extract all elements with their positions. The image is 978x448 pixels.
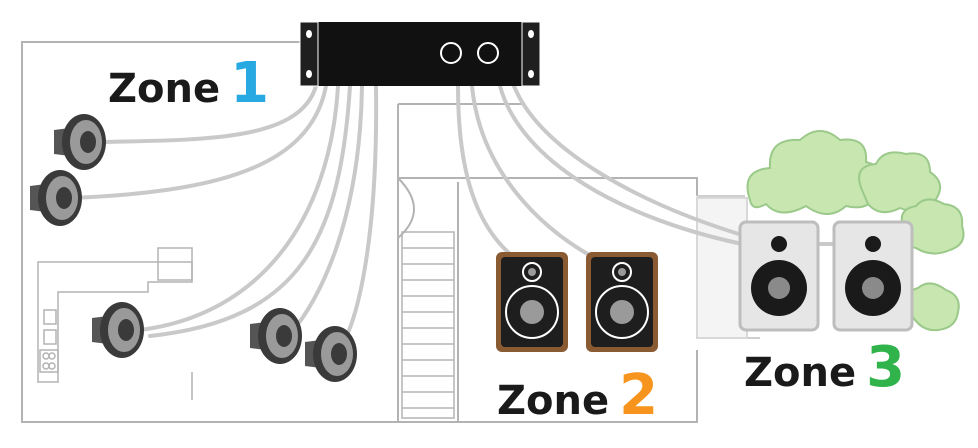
- in-ceiling-speaker-icon: [30, 170, 82, 226]
- wire: [456, 84, 522, 264]
- tree-icon: [904, 282, 960, 332]
- wire: [148, 84, 352, 338]
- wire: [70, 84, 328, 200]
- wire: [470, 84, 604, 264]
- zone-word: Zone: [497, 378, 610, 424]
- wire: [512, 84, 754, 240]
- bookshelf-speaker-icon: [586, 252, 658, 352]
- zone-number: 3: [866, 335, 906, 400]
- amplifier-icon: [299, 21, 541, 87]
- tree-icon: [858, 151, 941, 214]
- outdoor-speaker-icon: [832, 220, 914, 332]
- outdoor-speaker-icon: [738, 220, 820, 332]
- door-swing: [397, 177, 415, 239]
- in-ceiling-speaker-icon: [92, 302, 144, 358]
- trees: [746, 130, 965, 332]
- zone-word: Zone: [108, 66, 221, 112]
- zone-word: Zone: [744, 350, 857, 396]
- zone2-speakers: [496, 252, 658, 352]
- zone3-speakers: [738, 220, 914, 332]
- bookshelf-speaker-icon: [496, 252, 568, 352]
- in-ceiling-speaker-icon: [250, 308, 302, 364]
- amplifier-knob: [477, 42, 499, 64]
- zone-number: 2: [619, 363, 659, 428]
- zone-number: 1: [230, 51, 270, 116]
- wire: [498, 84, 754, 248]
- in-ceiling-speaker-icon: [54, 114, 106, 170]
- tree-icon: [900, 198, 965, 255]
- wire: [288, 84, 364, 336]
- amplifier-knob: [440, 42, 462, 64]
- staircase-icon: [401, 231, 455, 419]
- in-ceiling-speaker-icon: [305, 326, 357, 382]
- zone1-speakers: [30, 114, 357, 382]
- kitchen-icon: [37, 247, 193, 400]
- wire: [138, 84, 340, 332]
- speaker-wires: [70, 84, 838, 354]
- zone2-room-wall: [398, 177, 698, 423]
- wire: [98, 84, 318, 144]
